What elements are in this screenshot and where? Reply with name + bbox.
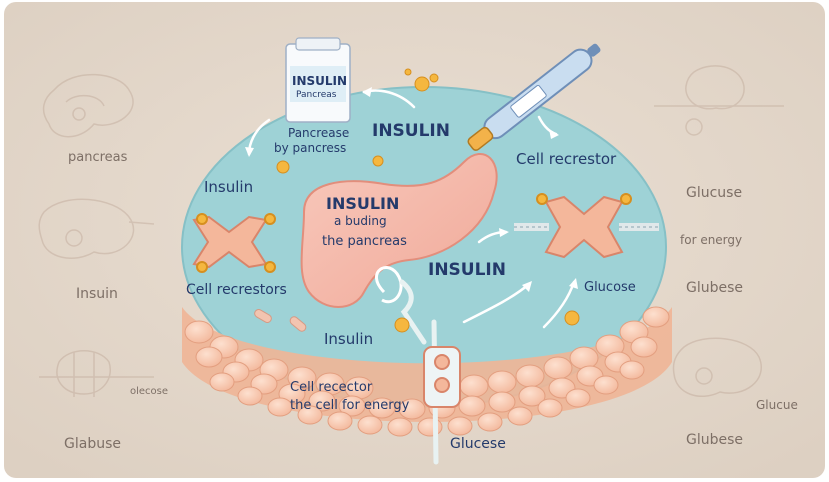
diagram-illustration	[4, 2, 825, 478]
cell-receptors-left-label: Cell recrestors	[186, 282, 287, 298]
glucose-channel	[423, 346, 461, 408]
arrow-heads	[245, 87, 578, 292]
faint-receptor-sketch-bottom-left	[39, 350, 154, 397]
faint-glucuse-label: Glucuse	[686, 185, 743, 201]
faint-pancreas-sketch-bottom-right	[672, 337, 762, 397]
diagram-canvas: INSULIN Pancreas Pancrease by pancress I…	[4, 2, 825, 478]
faint-olecose-label: olecose	[130, 386, 169, 397]
insulin-capsules	[254, 309, 307, 332]
organ-label-line1: INSULIN	[326, 194, 400, 213]
faint-glabuse-label: Glabuse	[64, 436, 121, 452]
cell-receptor-right	[514, 193, 659, 259]
cell-receptor-bottom-label-2: the cell for energy	[290, 398, 410, 413]
organ-label-line3: the pancreas	[322, 234, 407, 249]
faint-receptor-sketch-top-right	[654, 65, 784, 136]
faint-glubese-label: Glubese	[686, 280, 744, 296]
insulin-mid-label: INSULIN	[428, 260, 506, 280]
insulin-top-label: INSULIN	[372, 121, 450, 141]
faint-pancreas-sketch-top-left	[42, 73, 134, 138]
vial-subtitle: Pancreas	[296, 90, 337, 100]
pancreas-by-label-2: by pancress	[274, 141, 347, 155]
pancreas-by-label: Pancrease	[288, 126, 350, 140]
insulin-pen	[467, 43, 601, 151]
pancreas-organ	[300, 152, 498, 308]
organ-label-line2: a buding	[334, 214, 387, 228]
faint-glubese-label-2: Glubese	[686, 432, 744, 448]
vial-title: INSULIN	[292, 74, 348, 88]
cell-receptor-bottom-label: Cell recector	[290, 380, 373, 395]
insulin-vial	[285, 37, 351, 123]
insulin-left-label: Insulin	[204, 178, 254, 196]
faint-for-energy-label: for energy	[680, 233, 743, 247]
insulin-bottom-label: Insulin	[324, 330, 374, 348]
pancreas-duct	[375, 266, 403, 304]
cell-receptor-left	[192, 213, 276, 273]
glucose-right-label: Glucose	[584, 280, 636, 295]
faint-glucue-label: Glucue	[756, 398, 798, 412]
faint-insulin-label: Insuin	[76, 286, 118, 302]
cell-receptor-top-label: Cell recrestor	[516, 150, 617, 168]
faint-pancreas-sketch-mid-left	[38, 198, 155, 259]
cell-bubbles	[184, 306, 670, 437]
glucose-bottom-label: Glucese	[450, 436, 506, 452]
insulin-droplets	[276, 68, 580, 333]
faint-pancreas-label: pancreas	[68, 150, 128, 165]
